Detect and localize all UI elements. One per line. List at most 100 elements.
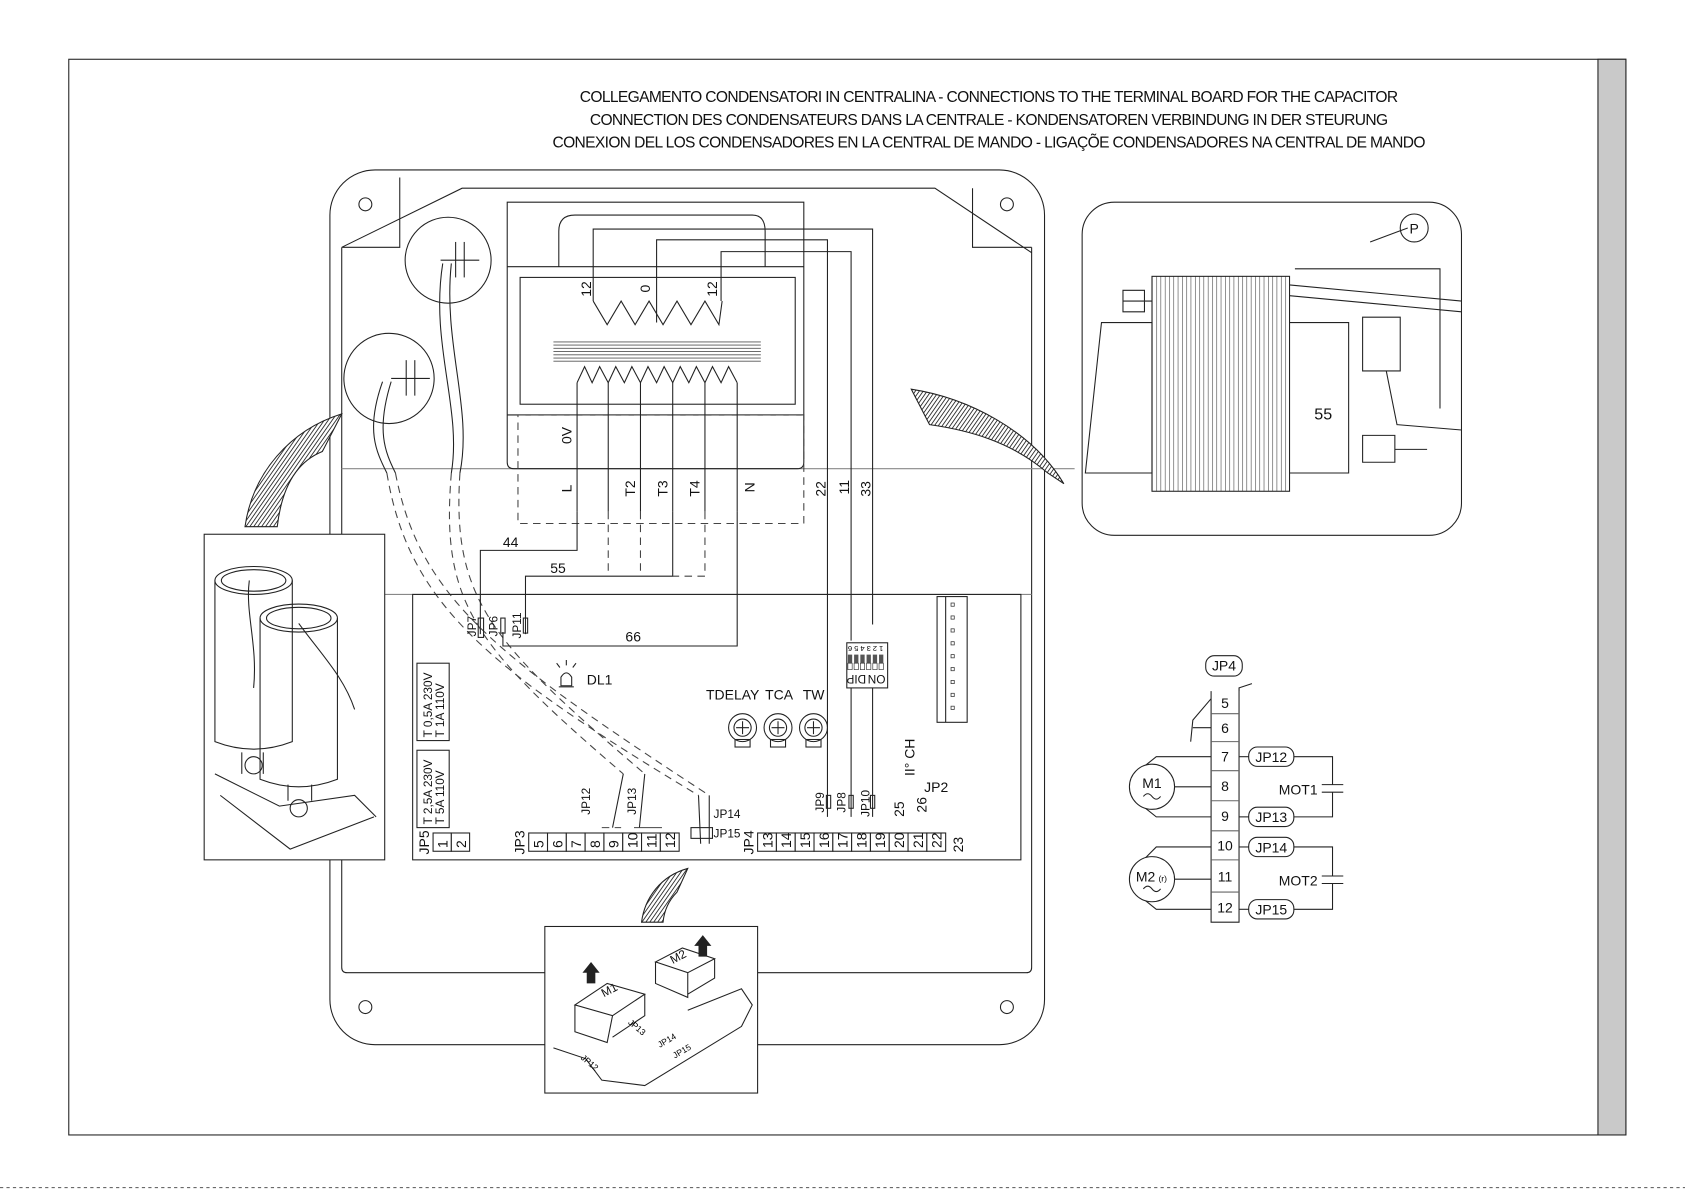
dip-number: 4 [860,644,864,653]
pin-label-l: L [559,484,575,492]
capacitor-cables [373,263,710,844]
connector-strip [936,596,968,723]
connector-pin [950,615,955,620]
schematic-terminal-7: 7 [1221,749,1229,765]
fuse-1-rating-110: T 1A 110V [433,683,447,737]
terminal-label: 13 [759,832,775,848]
inset-wire-label-55: 55 [1314,405,1332,423]
secondary-label-12b: 12 [704,281,720,297]
terminal-label: 12 [662,832,678,848]
channel-label: II° CH [901,739,917,776]
terminal-label: 11 [643,833,659,848]
inset-capacitor-jumpers: M1 M2 JP12 JP13 JP14 JP15 [544,925,759,1094]
schematic-terminal-10: 10 [1217,838,1233,854]
dip-on-label: ON [868,672,886,686]
schematic-jumper-label: JP12 [1255,749,1287,765]
motor-m2-label: M2 [1136,868,1156,884]
label-jp14: JP14 [714,807,741,821]
led-label: DL1 [587,672,613,688]
title-block: COLLEGAMENTO CONDENSATORI IN CENTRALINA … [552,89,1425,151]
title-line-1: COLLEGAMENTO CONDENSATORI IN CENTRALINA … [580,89,1398,106]
connector-pin [950,692,955,697]
connector-pin [950,628,955,633]
jumper-jp7[interactable] [477,617,485,638]
dip-slot [878,662,884,670]
terminal-22[interactable] [926,832,947,852]
terminal-2[interactable] [450,832,471,852]
mot1-label: MOT1 [1279,781,1318,797]
terminal-label: 9 [606,840,622,848]
dip-switch-1[interactable] [879,654,884,664]
title-line-3: CONEXION DEL LOS CONDENSADORES EN LA CEN… [552,131,1425,151]
label-jp11: JP11 [510,612,524,638]
label-jp2: JP2 [924,779,948,795]
terminal-25: 25 [891,801,907,817]
output-label-11: 11 [836,480,852,495]
fuse-2-rating-110: T 5A 110V [433,770,447,824]
schematic-jumper-label: JP15 [1255,902,1287,918]
connector-pin [950,680,955,684]
wire-label-55: 55 [550,560,566,576]
jumper-jp6[interactable] [500,617,506,634]
terminal-label: 10 [625,832,641,848]
dip-switch-3[interactable] [866,654,871,664]
jumper-jp9[interactable] [825,794,832,809]
jumper-jp8[interactable] [848,794,854,809]
jumper-jp10[interactable] [869,794,876,809]
dip-number: 2 [873,644,877,653]
dip-switch-4[interactable] [860,654,865,664]
inset-m2-label: M2 [668,947,689,967]
transformer: 12 0 12 0V L T2 T3 T4 N 22 11 33 [506,201,873,817]
screw-hole-icon [358,1000,373,1015]
schematic-terminal-9: 9 [1221,808,1229,824]
dip-number: 6 [848,644,852,653]
inset-transformer-detail: P 55 [1081,201,1463,536]
schematic-terminal-11: 11 [1218,868,1233,884]
dip-slot [860,662,865,670]
connector-pin [950,641,955,646]
terminal-label: 16 [816,832,832,848]
secondary-label-12a: 12 [578,281,594,297]
trimmer-tca-knob[interactable] [763,713,793,748]
schematic-terminal-8: 8 [1221,778,1229,794]
pin-label-t3: T3 [654,480,670,497]
terminal-column [1210,687,1240,923]
callout-p-label: P [1410,220,1419,236]
output-label-33: 33 [857,481,873,497]
screw-hole-icon [999,1000,1014,1015]
terminal-23: 23 [950,837,966,853]
trimmer-label-tca: TCA [765,687,794,703]
terminal-label: 14 [778,832,794,848]
dip-switch-2[interactable] [872,654,878,664]
arrow-left-icon [244,412,343,528]
terminal-label: 19 [872,832,888,848]
dip-switch-6[interactable] [847,654,853,664]
jumper-jp14-15-socket[interactable] [690,827,714,839]
terminal-label: 15 [797,832,813,848]
screw-hole-icon [358,197,373,212]
fuse-1: T 0,5A 230V T 1A 110V [416,662,450,742]
label-jp8: JP8 [835,792,849,813]
dip-switch-5[interactable] [854,654,859,664]
arrow-up-icon [582,961,600,984]
schematic-jp4-badge [1205,655,1243,677]
dip-label: DIP [846,672,866,686]
label-jp10: JP10 [858,790,872,817]
terminal-12[interactable] [659,832,680,852]
motor-m2-sub: (r) [1158,873,1167,883]
schematic-terminal-5: 5 [1221,695,1229,711]
jumper-jp11[interactable] [522,617,529,634]
terminal-label: 6 [549,840,565,848]
terminal-label: 18 [853,832,869,848]
terminal-label: 21 [910,832,926,848]
trimmer-tw-knob[interactable] [798,713,828,748]
trimmer-label-tw: TW [803,687,826,703]
title-line-2: CONNECTION DES CONDENSATEURS DANS LA CEN… [590,112,1388,129]
wire-label-44: 44 [503,534,519,550]
trimmer-tdelay-knob[interactable] [728,713,758,748]
schematic-terminal-12: 12 [1217,900,1233,916]
fuse-2-rating-230: T 2,5A 230V [421,759,435,824]
